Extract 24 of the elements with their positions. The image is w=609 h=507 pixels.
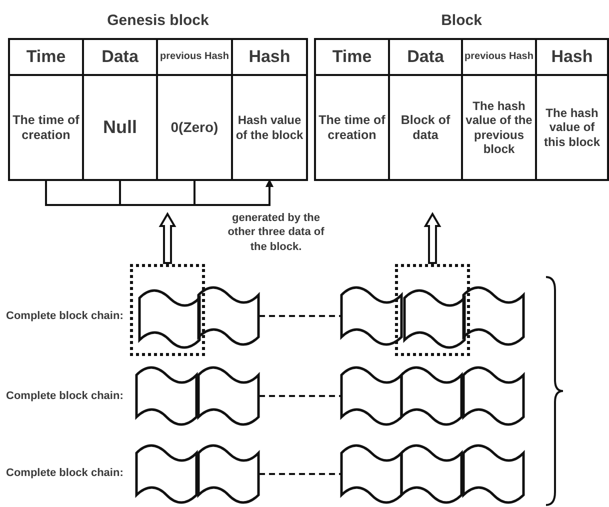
table-cell: Hash <box>535 38 609 76</box>
dashed-line <box>259 395 341 397</box>
table-cell: Time <box>314 38 390 76</box>
table-cell: Time <box>8 38 84 76</box>
table-cell: The time of creation <box>314 74 390 181</box>
block-table <box>8 12 308 181</box>
dashed-line <box>259 315 341 317</box>
block-table <box>314 12 609 181</box>
table-cell: The hash value of this block <box>535 74 609 181</box>
hollow-arrow <box>424 212 442 264</box>
row-label: Complete block chain: <box>6 389 124 404</box>
table-title: Block <box>440 12 483 29</box>
table-cell: Hash value of the block <box>231 74 308 181</box>
dashed-line <box>259 473 341 475</box>
table-cell: The time of creation <box>8 74 84 181</box>
table-cell: Hash <box>231 38 308 76</box>
row-label: Complete block chain: <box>6 309 124 324</box>
hollow-arrow <box>158 212 176 264</box>
arrow <box>194 179 274 206</box>
highlight-box <box>130 264 205 356</box>
note-text: generated by the other three data of the block. <box>226 211 326 254</box>
row-label: Complete block chain: <box>6 466 124 480</box>
table-title: Genesis block <box>106 12 210 29</box>
highlight-box <box>395 264 470 356</box>
